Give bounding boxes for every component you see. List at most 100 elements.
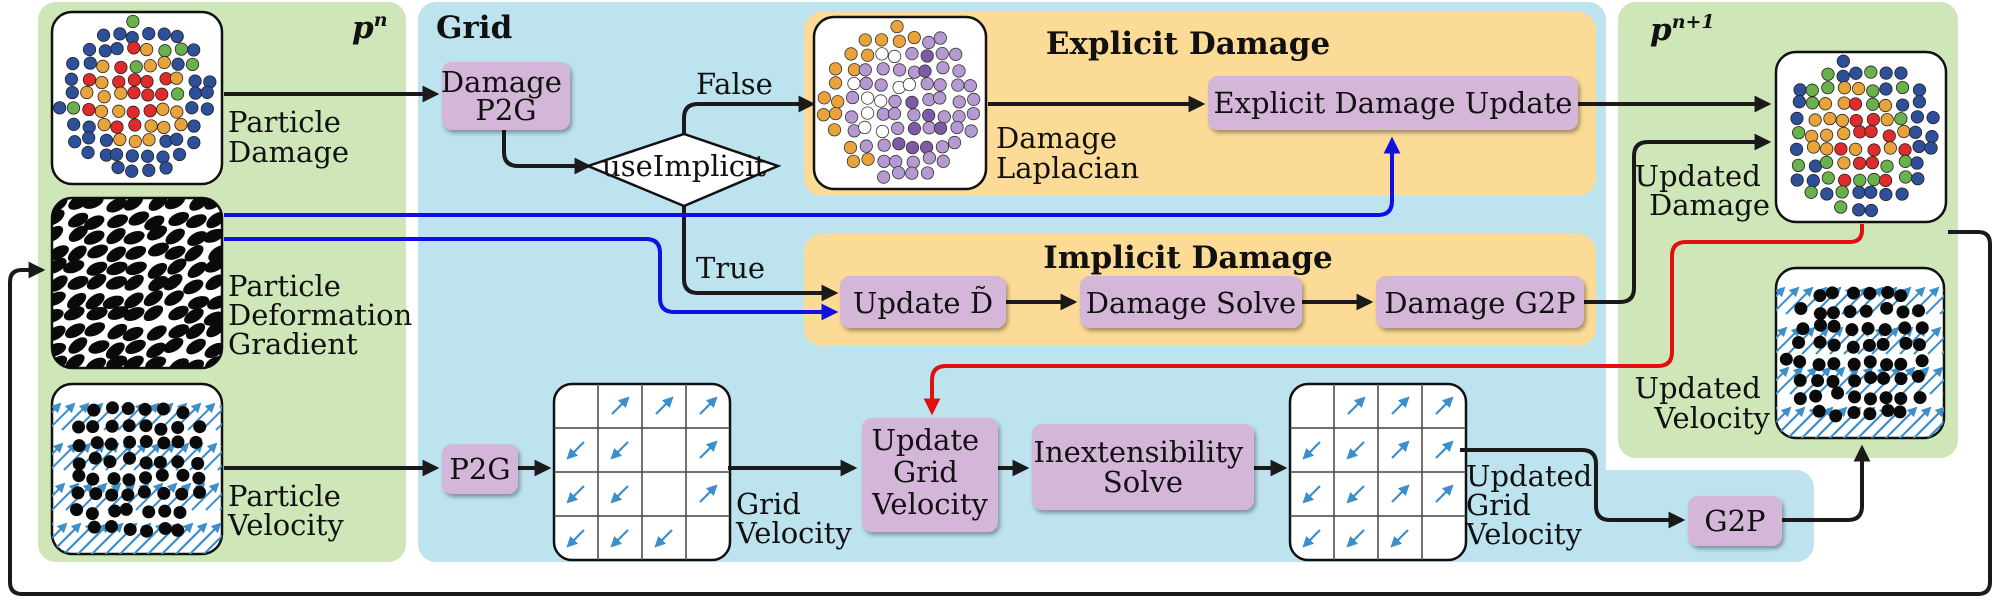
velocity-arrow <box>193 522 222 551</box>
particle-dot <box>68 135 82 149</box>
velocity-particle <box>139 435 153 449</box>
particle-dot <box>98 44 112 58</box>
particle-dot <box>1820 187 1834 201</box>
particle-dot <box>1837 156 1851 170</box>
explicit-damage-update-label: Explicit Damage Update <box>1214 86 1573 120</box>
velocity-particle <box>153 455 167 469</box>
particle-dot <box>1837 81 1852 95</box>
velocity-arrow <box>131 402 160 431</box>
laplacian-dot <box>920 166 935 180</box>
blue-connectors <box>224 136 1401 321</box>
velocity-particle <box>1864 371 1878 385</box>
particle-dot <box>1838 173 1852 187</box>
deformed-particle <box>84 322 106 337</box>
deformed-particle <box>88 340 110 354</box>
laplacian-dot <box>937 110 951 124</box>
particle-dot <box>1834 200 1848 214</box>
deformed-particle <box>148 276 169 292</box>
particle-dot <box>127 41 141 55</box>
laplacian-dot <box>860 91 875 105</box>
grid-velocity-arrow <box>654 529 673 548</box>
velocity-particle <box>119 502 133 516</box>
laplacian-dot <box>877 170 891 184</box>
velocity-arrow <box>203 442 222 471</box>
grid-velocity-arrow <box>566 485 585 504</box>
particle-dot <box>1866 84 1880 98</box>
particle-dot <box>126 14 140 29</box>
velocity-particle <box>70 503 84 517</box>
particle-dot <box>128 118 142 132</box>
laplacian-dot <box>967 92 981 106</box>
deformed-particle <box>183 359 205 368</box>
particle-dot <box>1848 142 1863 156</box>
velocity-particle <box>1915 354 1929 368</box>
velocity-particle <box>191 457 205 471</box>
velocity-particle <box>1813 335 1827 349</box>
particle-dot <box>83 56 97 70</box>
grid-velocity-arrow <box>699 484 718 503</box>
explicit-damage-title: Explicit Damage <box>1046 26 1330 62</box>
particle-dot <box>1805 83 1819 97</box>
arrow-p2g-to-decision <box>502 129 592 175</box>
particle-dot <box>110 41 124 56</box>
laplacian-dot <box>891 121 905 135</box>
particle-dot <box>66 101 81 115</box>
particle-dot <box>125 149 139 163</box>
laplacian-dot <box>907 108 921 122</box>
deformed-particle <box>206 320 222 338</box>
velocity-arrow <box>52 482 66 511</box>
laplacian-dot <box>859 76 873 91</box>
velocity-particle <box>171 455 185 469</box>
particle-dot <box>110 120 124 134</box>
laplacian-dot <box>907 122 922 136</box>
deformed-particle <box>63 306 85 321</box>
particle-dot <box>200 85 214 99</box>
laplacian-dot <box>966 106 981 121</box>
velocity-arrow <box>1903 406 1932 435</box>
velocity-particle <box>122 473 136 487</box>
pn-title: pn <box>352 9 388 46</box>
laplacian-dot <box>952 110 966 124</box>
laplacian-dot <box>952 64 966 78</box>
laplacian-dot <box>892 137 906 151</box>
velocity-particle <box>1794 302 1808 316</box>
particle-dot <box>170 105 184 119</box>
velocity-particle <box>1863 407 1877 421</box>
particle-dot <box>1864 203 1878 218</box>
velocity-particle <box>86 472 100 486</box>
particle-dot <box>1835 113 1849 128</box>
velocity-particle <box>1826 375 1840 389</box>
particle-dot <box>1804 185 1818 199</box>
velocity-arrow <box>0 444 6 470</box>
particle-dot <box>1880 159 1894 173</box>
velocity-particle <box>1827 338 1841 352</box>
deformed-particle <box>207 295 222 310</box>
velocity-particle <box>173 505 187 519</box>
inextensibility-solve-label: Inextensibility Solve <box>1034 435 1253 499</box>
deformed-particle <box>124 292 144 309</box>
particle-dot <box>169 71 184 85</box>
particle-dot <box>1819 155 1834 169</box>
arrow-g2p-to-updated <box>1584 133 1772 304</box>
velocity-particle <box>1811 374 1825 388</box>
velocity-particle <box>72 420 86 434</box>
deformed-particle <box>122 326 144 342</box>
particle-dot <box>1808 113 1822 127</box>
particle-dot <box>127 86 141 100</box>
update-d-label: Update D̃ <box>853 286 993 320</box>
particle-velocity-image <box>0 401 222 554</box>
particle-dot <box>1806 140 1821 154</box>
particle-dot <box>1894 66 1908 80</box>
deformed-particle <box>143 290 163 307</box>
laplacian-dot <box>817 91 831 105</box>
laplacian-dot <box>874 78 888 92</box>
deformed-particle <box>164 290 184 306</box>
velocity-particle <box>71 486 85 500</box>
particle-velocity-label: Particle Velocity <box>227 479 350 542</box>
velocity-particle <box>86 420 100 434</box>
particle-dot <box>1853 125 1867 139</box>
velocity-particle <box>1846 340 1860 354</box>
particle-dot <box>1879 187 1893 202</box>
laplacian-dot <box>935 47 949 61</box>
particle-dot <box>67 117 81 131</box>
